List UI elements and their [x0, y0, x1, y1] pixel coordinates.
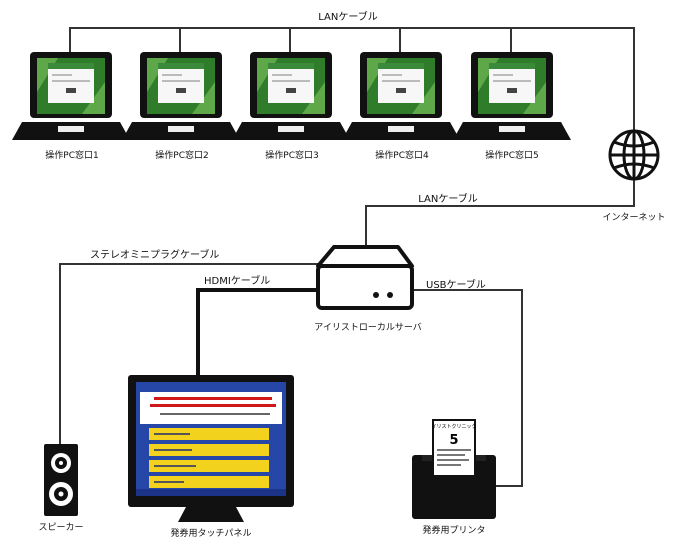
ticket-header: イリストクリニック — [431, 424, 476, 430]
stereo-cable — [59, 263, 318, 446]
globe-icon — [608, 129, 660, 181]
pc-3 — [232, 52, 350, 140]
server-label: アイリストローカルサーバ — [314, 322, 421, 333]
usb-cable — [410, 289, 523, 487]
pc-label-5: 操作PC窓口5 — [485, 149, 538, 161]
hdmi-cable-label: HDMIケーブル — [204, 274, 270, 287]
stereo-cable-label: ステレオミニプラグケーブル — [90, 248, 219, 261]
lan-cable-top — [69, 27, 635, 130]
pc-label-3: 操作PC窓口3 — [265, 149, 318, 161]
lan-cable-mid — [365, 178, 635, 248]
touch-panel-label: 発券用タッチパネル — [170, 527, 251, 539]
server-box — [316, 245, 414, 310]
lan-mid-label: LANケーブル — [418, 192, 478, 205]
touch-panel — [128, 375, 294, 522]
lan-top-label: LANケーブル — [318, 10, 378, 23]
pc-2 — [122, 52, 240, 140]
speaker-icon — [44, 444, 78, 516]
printer-label: 発券用プリンタ — [422, 524, 485, 536]
printer: イリストクリニック 5 — [412, 419, 496, 519]
ticket-number: 5 — [449, 433, 458, 448]
hdmi-cable — [196, 288, 318, 376]
pc-label-1: 操作PC窓口1 — [45, 149, 98, 161]
pc-label-2: 操作PC窓口2 — [155, 149, 208, 161]
speaker-label: スピーカー — [38, 522, 83, 533]
pc-label-4: 操作PC窓口4 — [375, 149, 429, 161]
usb-cable-label: USBケーブル — [426, 278, 486, 291]
pc-4 — [342, 52, 460, 140]
pc-5 — [453, 52, 571, 140]
pc-1 — [12, 52, 130, 140]
cables — [59, 27, 635, 487]
internet-label: インターネット — [602, 212, 665, 223]
